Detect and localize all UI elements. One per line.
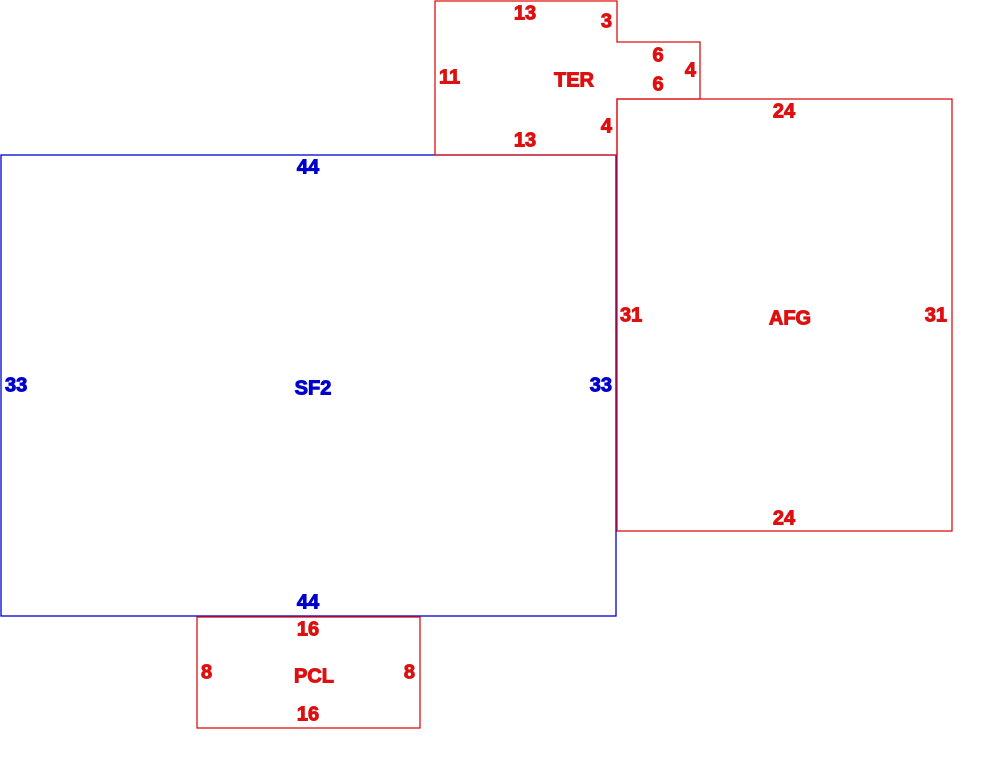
afg-bottom-dimension: 24	[773, 507, 796, 529]
sf2-area: SF2 44 44 33 33	[0, 154, 617, 617]
sf2-outline	[0, 154, 617, 617]
afg-area: AFG 24 24 31 31	[616, 98, 953, 532]
afg-top-dimension: 24	[773, 100, 796, 122]
pcl-outline	[196, 616, 421, 729]
sf2-bottom-dimension: 44	[297, 591, 320, 613]
ter-notch-top-dimension: 6	[652, 44, 663, 66]
pcl-bottom-dimension: 16	[297, 703, 319, 725]
pcl-right-dimension: 8	[404, 661, 415, 683]
sf2-label: SF2	[295, 377, 332, 399]
ter-area: TER 13 13 11 3 6 4 6 4	[434, 0, 701, 156]
ter-left-dimension: 11	[439, 66, 460, 88]
ter-label: TER	[554, 69, 595, 91]
ter-top-dimension: 13	[514, 2, 536, 24]
afg-label: AFG	[769, 307, 811, 329]
ter-notch-drop-dimension: 3	[601, 10, 612, 32]
sf2-left-dimension: 33	[5, 374, 27, 396]
ter-outline	[434, 0, 701, 156]
ter-bottom-dimension: 13	[514, 129, 536, 151]
ter-lower-right-dimension: 4	[601, 115, 613, 137]
pcl-area: PCL 16 16 8 8	[196, 616, 421, 729]
sf2-top-dimension: 44	[297, 156, 320, 178]
ter-notch-bottom-dimension: 6	[652, 73, 663, 95]
sf2-right-dimension: 33	[590, 374, 612, 396]
afg-left-dimension: 31	[620, 304, 642, 326]
afg-outline	[616, 98, 953, 532]
afg-right-dimension: 31	[925, 304, 947, 326]
pcl-top-dimension: 16	[297, 618, 319, 640]
pcl-left-dimension: 8	[201, 661, 212, 683]
ter-notch-side-dimension: 4	[685, 59, 697, 81]
pcl-label: PCL	[294, 665, 334, 687]
